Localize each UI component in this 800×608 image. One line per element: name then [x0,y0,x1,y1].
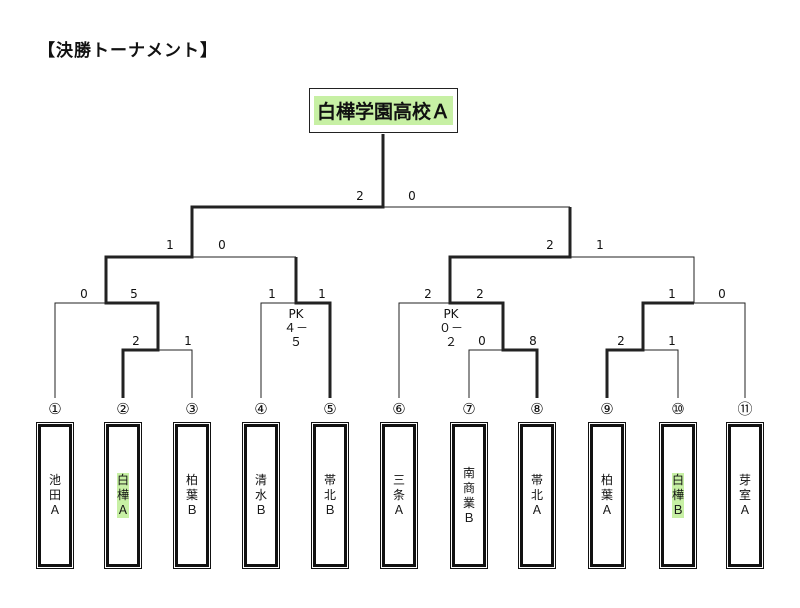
score-sf2-right: 1 [596,238,604,252]
team-number-7: ⑦ [462,400,476,418]
score-r1a-left: 2 [132,334,140,348]
team-box-6: 三 条 Ａ [380,422,418,569]
champion-name: 白樺学園高校Ａ [313,96,453,125]
team-name: 帯 北 Ｂ [323,473,336,517]
team-box-7: 南 商 業 Ｂ [450,422,488,569]
score-qa-right: 5 [130,287,138,301]
page-title: 【決勝トーナメント】 [38,41,218,61]
team-name: 柏 葉 Ｂ [185,473,198,517]
score-qb-left: 1 [268,287,276,301]
team-name: 南 商 業 Ｂ [462,465,475,525]
bracket-line-sf2-right [570,256,695,303]
score-sf2-left: 2 [546,238,554,252]
bracket-line-team-2 [104,134,385,398]
bracket-line-team-5 [294,257,332,398]
score-qd-left: 1 [668,287,676,301]
bracket-line-team-8 [448,207,572,398]
score-qc-right: 2 [476,287,484,301]
team-name: 清 水 Ｂ [254,473,267,517]
score-qa-left: 0 [80,287,88,301]
bracket-line-team-7 [468,349,503,398]
team-number-9: ⑨ [600,400,614,418]
team-name: 柏 葉 Ａ [600,473,613,517]
team-number-11: ⑪ [737,400,753,418]
team-name: 帯 北 Ａ [530,473,543,517]
team-number-3: ③ [185,400,199,418]
team-number-10: ⑩ [671,400,685,418]
score-r1b-right: 8 [529,334,537,348]
team-box-8: 帯 北 Ａ [518,422,556,569]
score-qb-right: 1 [318,287,326,301]
score-r1c-right: 1 [668,334,676,348]
team-name: 池 田 Ａ [48,473,61,517]
bracket-line-team-6 [398,302,450,398]
team-number-2: ② [116,400,130,418]
pk-note-qc: PK ０－ ２ [439,307,463,349]
pk-note-qb: PK ４－ ５ [284,307,308,349]
team-box-9: 柏 葉 Ａ [588,422,626,569]
score-qd-right: 0 [718,287,726,301]
bracket-line-team-11 [694,302,746,398]
team-number-1: ① [48,400,62,418]
team-number-4: ④ [254,400,268,418]
champion-box: 白樺学園高校Ａ [309,88,458,133]
score-final-right: 0 [408,189,416,203]
team-name: 白 樺 Ｂ [671,473,684,518]
team-box-1: 池 田 Ａ [36,422,74,569]
bracket-line-team-3 [158,349,193,398]
bracket-line-team-9 [605,301,694,398]
score-sf1-left: 1 [166,238,174,252]
team-name: 三 条 Ａ [392,473,405,517]
score-final-left: 2 [356,189,364,203]
team-box-4: 清 水 Ｂ [242,422,280,569]
pk-score-second: ２ [444,335,458,349]
score-r1b-left: 0 [478,334,486,348]
team-number-5: ⑤ [323,400,337,418]
pk-label: PK [288,307,304,321]
pk-score: ０－ [438,321,464,335]
team-number-8: ⑧ [530,400,544,418]
bracket-line-team-4 [260,302,296,398]
pk-score: ４－ [283,321,309,335]
team-box-3: 柏 葉 Ｂ [173,422,211,569]
team-box-2: 白 樺 Ａ [104,422,142,569]
score-qc-left: 2 [424,287,432,301]
score-r1a-right: 1 [184,334,192,348]
team-box-11: 芽 室 Ａ [726,422,764,569]
team-name: 白 樺 Ａ [116,473,129,518]
team-name: 芽 室 Ａ [738,473,751,517]
team-number-6: ⑥ [392,400,406,418]
bracket-line-team-10 [643,349,679,398]
team-box-10: 白 樺 Ｂ [659,422,697,569]
pk-score-second: ５ [289,335,303,349]
score-sf1-right: 0 [218,238,226,252]
score-r1c-left: 2 [617,334,625,348]
pk-label: PK [443,307,459,321]
team-box-5: 帯 北 Ｂ [311,422,349,569]
